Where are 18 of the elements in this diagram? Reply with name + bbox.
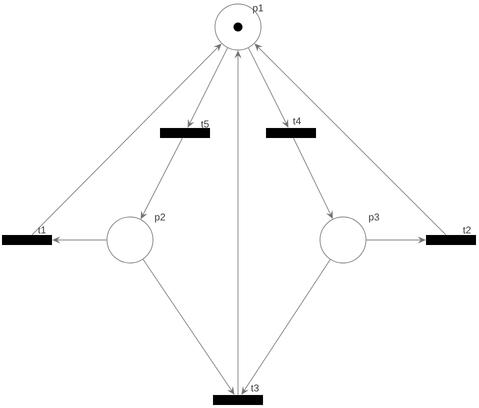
node-label: p1 <box>253 4 264 14</box>
node-label: p3 <box>369 214 380 222</box>
node-label: t2 <box>463 226 471 234</box>
place-circle <box>320 216 366 264</box>
transition-bar <box>266 128 316 138</box>
transition-bar <box>213 395 263 405</box>
transition-bar <box>2 235 52 245</box>
node-label: t3 <box>251 384 259 392</box>
transition-bar <box>160 128 210 138</box>
arrow <box>254 44 446 236</box>
arrow <box>293 138 333 219</box>
place-circle <box>106 216 154 264</box>
node-label: t1 <box>38 226 46 234</box>
node-label: t5 <box>201 120 209 128</box>
transition-bar <box>426 235 476 245</box>
node-label: p2 <box>155 214 166 222</box>
node-label: t4 <box>293 118 301 124</box>
place-circle <box>214 4 262 50</box>
